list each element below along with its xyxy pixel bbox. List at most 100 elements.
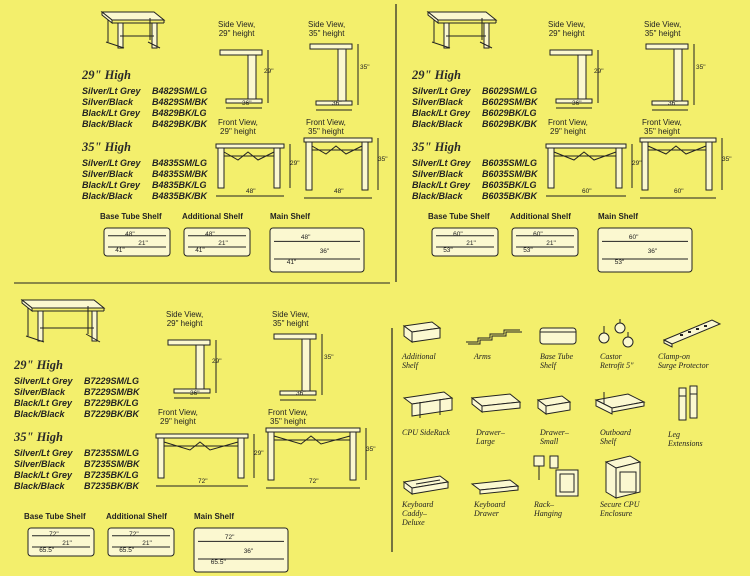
dimension-label: 35" — [360, 64, 370, 71]
model-number: B4835BK/BK — [152, 191, 208, 201]
acc-rack-hanging: Rack–Hanging — [534, 500, 562, 518]
model-finish: Silver/Black — [82, 97, 134, 107]
side-view-drawing — [166, 338, 222, 406]
dimension-label: 72" — [224, 533, 235, 541]
side-view-35-label: Side View,35" height — [644, 20, 681, 38]
dimension-label: 36" — [572, 100, 582, 107]
dimension-label: 53" — [443, 247, 453, 254]
label-line: 35" height — [308, 127, 344, 136]
dimension-label: 29" — [264, 68, 274, 75]
additional-shelf-drawing — [106, 526, 176, 558]
dimension-label: 35" — [378, 156, 388, 163]
model-finish: Silver/Black — [82, 169, 134, 179]
dimension-label: 36" — [332, 100, 342, 107]
model-finish: Black/Lt Grey — [14, 470, 73, 480]
dimension-label: 65.5" — [210, 559, 226, 566]
model-row: Silver/Black B4835SM/BK — [82, 169, 222, 180]
accessory-label-line: Drawer– — [476, 428, 505, 437]
accessory-label-line: Drawer– — [540, 428, 569, 437]
dimension-label: 36" — [242, 100, 252, 107]
acc-arms: Arms — [474, 352, 491, 361]
dimension-label: 72" — [309, 478, 319, 485]
castor-icon — [594, 318, 640, 352]
dimension-label: 41" — [115, 247, 125, 254]
model-number: B4835SM/BK — [152, 169, 208, 179]
front-view-35-label: Front View,35" height — [306, 118, 346, 136]
dimension-label: 21" — [138, 240, 148, 247]
model-number: B4835SM/LG — [152, 158, 208, 168]
dimension-label: 60" — [453, 231, 463, 239]
model-finish: Silver/Lt Grey — [412, 86, 471, 96]
label-line: 35" height — [644, 29, 681, 38]
model-number: B6029BK/BK — [482, 119, 538, 129]
dimension-label: 29" — [290, 160, 300, 167]
model-finish: Silver/Black — [14, 387, 66, 397]
accessory-label-line: Shelf — [600, 437, 616, 446]
label-line: Side View, — [272, 310, 310, 319]
dimension-label: 36" — [190, 390, 200, 397]
accessory-label-line: Rack– — [534, 500, 554, 509]
model-finish: Silver/Black — [14, 459, 66, 469]
label-line: 35" height — [270, 417, 306, 426]
model-number: B6035SM/BK — [482, 169, 538, 179]
model-number: B7229SM/LG — [84, 376, 140, 386]
model-finish: Black/Black — [14, 409, 65, 419]
rack-hanging-icon — [526, 452, 582, 500]
additional-shelf-drawing — [510, 226, 580, 258]
accessory-label-line: Secure CPU — [600, 500, 640, 509]
base-tube-shelf-label: Base Tube Shelf — [24, 512, 86, 521]
model-number: B7235SM/LG — [84, 448, 140, 458]
accessory-label-line: Arms — [474, 352, 491, 361]
accessory-label-line: Large — [476, 437, 495, 446]
cpu-siderack-icon — [400, 388, 456, 424]
dimension-label: 41" — [286, 259, 297, 266]
accessory-label-line: Enclosure — [600, 509, 633, 518]
model-number: B4835BK/LG — [152, 180, 207, 190]
label-line: Front View, — [548, 118, 588, 127]
model-finish: Silver/Lt Grey — [82, 86, 141, 96]
model-number: B7229SM/BK — [84, 387, 140, 397]
dimension-label: 29" — [212, 358, 222, 365]
label-line: Front View, — [158, 408, 198, 417]
dimension-label: 53" — [614, 259, 625, 266]
label-line: 35" height — [644, 127, 680, 136]
label-line: 35" height — [272, 319, 309, 328]
dimension-label: 36" — [243, 548, 254, 555]
heading-35-high: 35" High — [412, 140, 461, 154]
side-view-drawing — [272, 332, 328, 408]
outboard-shelf-icon — [592, 388, 648, 422]
front-view-drawing — [264, 426, 372, 494]
keyboard-drawer-icon — [468, 476, 522, 498]
keyboard-caddy-icon — [400, 472, 452, 498]
front-view-29-label: Front View,29" height — [548, 118, 588, 136]
base-tube-shelf-icon — [536, 322, 580, 348]
accessory-label-line: Drawer — [474, 509, 499, 518]
model-number: B7235BK/LG — [84, 470, 139, 480]
dimension-label: 48" — [125, 231, 135, 239]
label-line: Front View, — [642, 118, 682, 127]
dimension-label: 48" — [300, 233, 311, 241]
dimension-label: 21" — [546, 240, 556, 247]
additional-shelf-label: Additional Shelf — [510, 212, 571, 221]
desk-perspective-drawing — [18, 292, 108, 348]
surge-protector-icon — [660, 318, 724, 348]
dimension-label: 36" — [647, 248, 658, 255]
front-view-drawing — [154, 432, 260, 492]
accessory-label-line: Hanging — [534, 509, 562, 518]
model-number: B4829SM/LG — [152, 86, 208, 96]
additional-shelf-label: Additional Shelf — [182, 212, 243, 221]
dimension-label: 35" — [722, 156, 732, 163]
